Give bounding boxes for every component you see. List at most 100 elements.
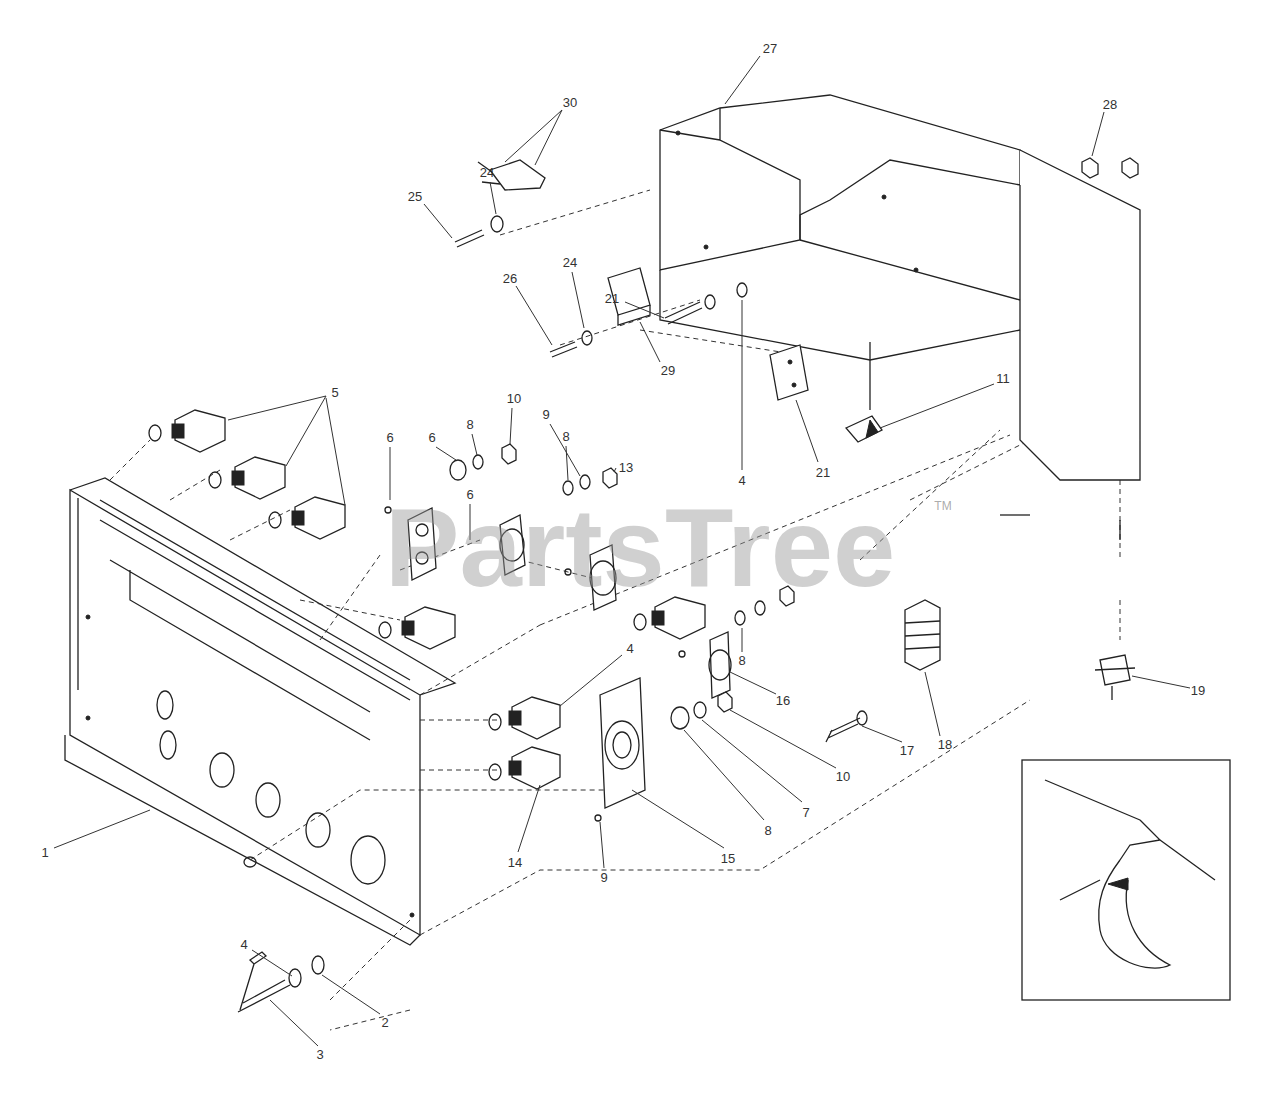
- callout-number: 24: [563, 256, 577, 269]
- leader-line: [625, 302, 664, 318]
- leader-line: [1092, 112, 1104, 156]
- callout-number: 14: [508, 856, 522, 869]
- screw-hole: [86, 716, 90, 720]
- leader-line: [1132, 676, 1190, 688]
- trademark-mark: TM: [934, 500, 951, 512]
- leader-line: [572, 272, 584, 328]
- switch-bushing: [652, 611, 664, 625]
- inset-detail: [1022, 760, 1230, 1000]
- callout-number: 25: [408, 190, 422, 203]
- callout-number: 10: [507, 392, 521, 405]
- callout-number: 15: [721, 852, 735, 865]
- washer: [735, 611, 745, 625]
- lock-washer: [473, 455, 483, 469]
- clamp-tab: [866, 420, 878, 438]
- leader-line: [516, 286, 552, 345]
- callout-number: 3: [316, 1048, 323, 1061]
- leader-line: [925, 672, 940, 736]
- leader-line: [880, 384, 994, 428]
- callout-number: 18: [938, 738, 952, 751]
- right-parts: [905, 515, 1135, 700]
- callout-number: 8: [764, 824, 771, 837]
- callout-number: 8: [466, 418, 473, 431]
- washer: [671, 707, 689, 729]
- receptacle-face: [613, 732, 631, 758]
- callout-number: 9: [542, 408, 549, 421]
- washer: [491, 216, 503, 232]
- nut: [718, 692, 732, 712]
- o-ring: [634, 614, 646, 630]
- panel-hole: [256, 783, 280, 817]
- callout-number: 28: [1103, 98, 1117, 111]
- leader-line: [322, 975, 380, 1014]
- rubber-foot-edge: [1095, 668, 1135, 700]
- edge-mark: [1000, 514, 1030, 515]
- panel-edge: [78, 498, 410, 700]
- inset-tab: [1108, 878, 1128, 890]
- callout-number: 2: [381, 1016, 388, 1029]
- callout-number: 10: [836, 770, 850, 783]
- panel-hole: [306, 813, 330, 847]
- callout-number: 4: [626, 642, 633, 655]
- callout-number: 1: [41, 846, 48, 859]
- hardware: [238, 216, 867, 1012]
- screw-hole: [792, 383, 796, 387]
- clamp: [846, 416, 882, 442]
- terminal-block-ribs: [905, 621, 940, 649]
- panel-bottom-rail: [65, 735, 420, 945]
- switch-bushing: [232, 471, 244, 485]
- receptacle-plate: [710, 632, 730, 698]
- leader-line: [742, 300, 743, 470]
- mounting-bracket-small: [770, 345, 808, 400]
- housing-edge: [660, 240, 1020, 360]
- callout-number: 5: [331, 386, 338, 399]
- callout-number: 6: [428, 431, 435, 444]
- callout-number: 8: [738, 654, 745, 667]
- screw: [826, 718, 860, 742]
- callout-number: 21: [605, 292, 619, 305]
- grommet: [244, 857, 256, 867]
- terminal-block: [905, 600, 940, 670]
- screw: [550, 342, 577, 357]
- callout-number: 19: [1191, 684, 1205, 697]
- watermark: PartsTree: [385, 492, 896, 604]
- receptacle-face: [605, 721, 639, 769]
- assembly-lines: [110, 190, 1120, 1030]
- leader-line: [742, 628, 743, 652]
- leader-line: [702, 720, 802, 802]
- callout-number: 26: [503, 272, 517, 285]
- receptacle-plate-large: [600, 678, 645, 808]
- mounting-bracket: [660, 95, 1020, 270]
- callout-number: 4: [240, 938, 247, 951]
- screw-hole: [410, 913, 414, 917]
- leader-line: [518, 785, 540, 852]
- leader-line: [270, 1000, 318, 1046]
- leader-line: [614, 468, 616, 472]
- leader-line: [730, 710, 836, 768]
- leader-line: [424, 204, 452, 238]
- leader-line: [684, 730, 764, 820]
- nut: [1122, 158, 1138, 178]
- lock-washer: [580, 475, 590, 489]
- inset-bracket: [1045, 780, 1215, 880]
- leader-line: [550, 424, 580, 476]
- leader-line: [472, 434, 477, 455]
- inset-leader: [1060, 880, 1100, 900]
- switch-bushing: [172, 424, 184, 438]
- inset-clip: [1099, 860, 1170, 968]
- panel-hole: [160, 731, 176, 759]
- o-ring: [379, 622, 391, 638]
- screw-hole: [86, 615, 90, 619]
- leader-lines: [54, 56, 1190, 1046]
- module-block-side: [618, 305, 650, 325]
- switch-bushing: [509, 761, 521, 775]
- callout-number: 6: [386, 431, 393, 444]
- callout-number: 7: [802, 806, 809, 819]
- leader-line: [228, 396, 345, 505]
- mounting-bracket-fold: [660, 108, 800, 240]
- callout-number: 29: [661, 364, 675, 377]
- leader-line: [560, 655, 622, 706]
- leader-line: [600, 822, 604, 868]
- leader-line: [490, 182, 496, 214]
- leader-line: [862, 726, 902, 742]
